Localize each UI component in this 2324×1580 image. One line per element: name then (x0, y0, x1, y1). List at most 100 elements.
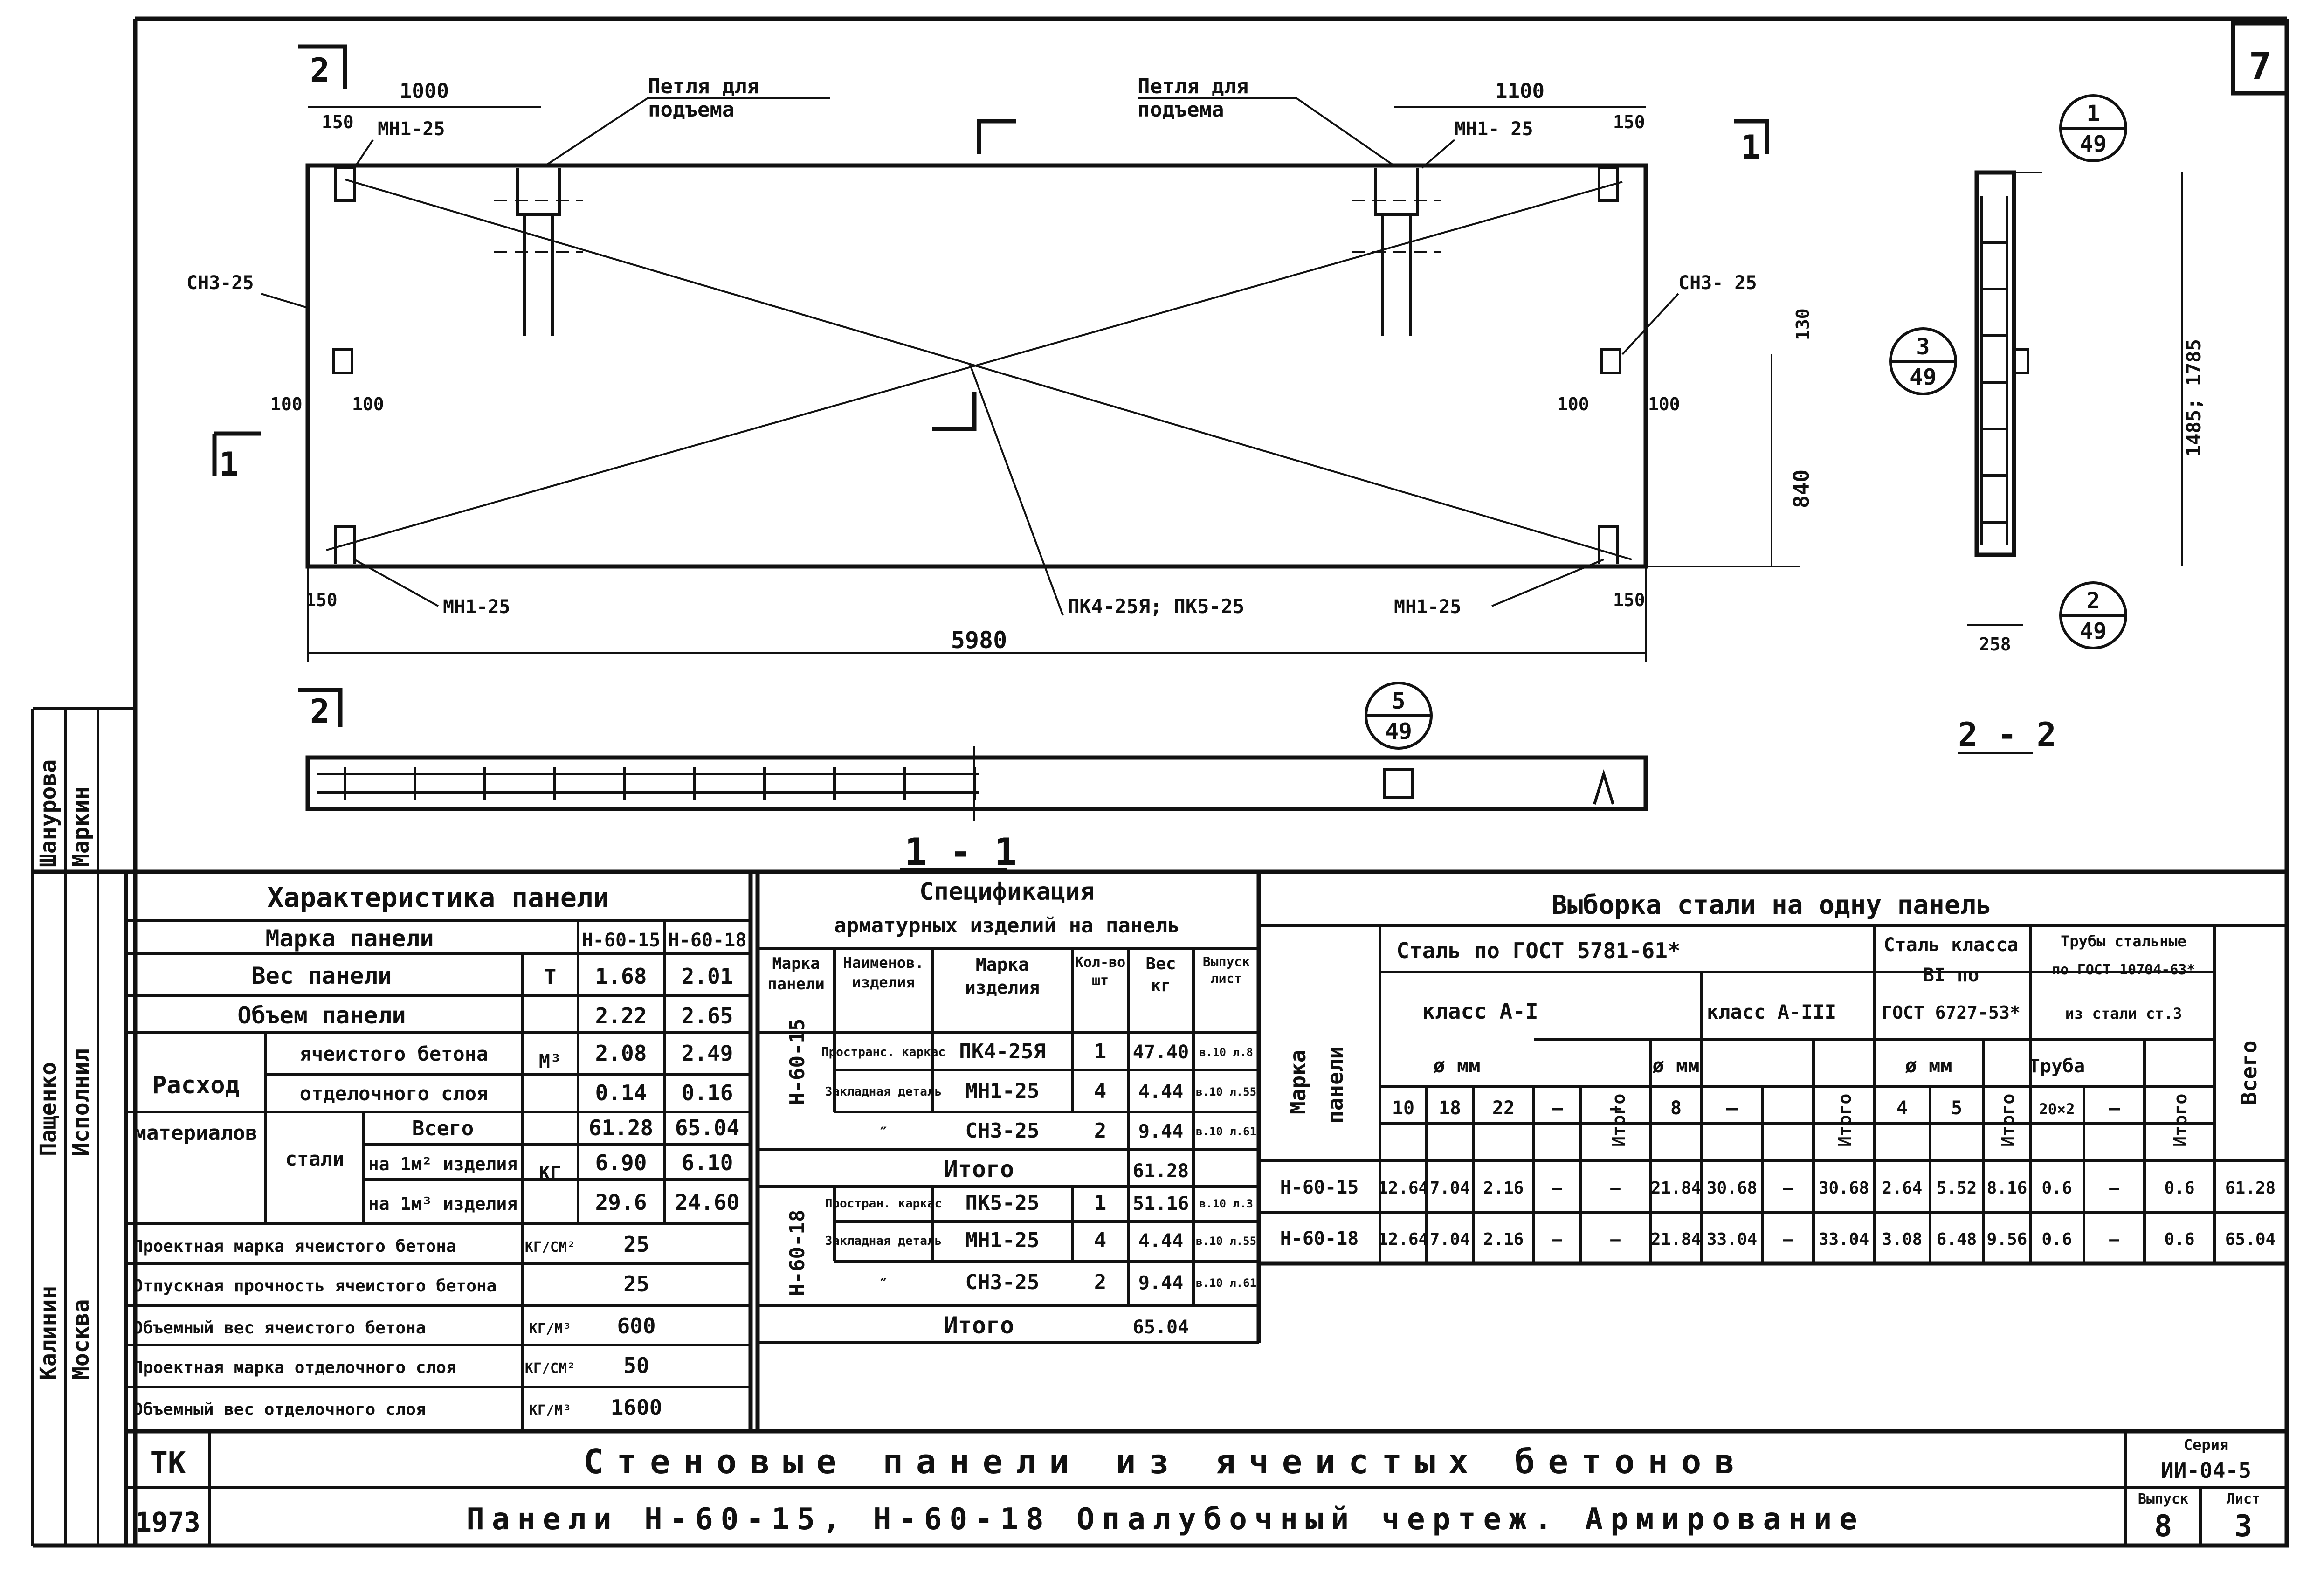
t3-dia-a3: ø мм (1652, 1054, 1699, 1077)
t3-cell: 0.6 (2041, 1230, 2072, 1249)
section-2-2: 258 1485; 1785 2 - 2 (1958, 170, 2205, 754)
t2-h-mark: Марка изделия (965, 954, 1040, 998)
t3-all: Всего (2236, 1041, 2262, 1105)
t1-row-b4-label: Проектная марка отделочного слоя (133, 1358, 456, 1377)
t3-cell: 33.04 (1819, 1230, 1869, 1249)
t2-g2-r3-ref: в.10 л.61 (1196, 1276, 1256, 1290)
t3-pipe: Труба (2029, 1056, 2085, 1077)
t2-g2-r3-name: ″ (879, 1275, 888, 1293)
t1-volume-1: 2.22 (595, 1003, 647, 1028)
t1-per-m3-2: 24.60 (675, 1190, 739, 1215)
t2-g2-r3-weight: 9.44 (1138, 1272, 1183, 1294)
t3-mark-label-2: панели (1323, 1046, 1348, 1124)
t2-title-1: Спецификация (919, 878, 1095, 906)
t3-cell: — (1552, 1179, 1562, 1198)
t2-g1-r2-weight: 4.44 (1138, 1081, 1183, 1103)
sheet-label: Лист (2227, 1491, 2260, 1507)
t3-mark-label-1: Марка (1285, 1050, 1310, 1114)
t3-cell: 12.64 (1378, 1230, 1428, 1249)
t1-row-b2-label: Отпускная прочность ячеистого бетона (133, 1276, 497, 1296)
svg-text:49: 49 (2080, 131, 2107, 157)
t3-cell: 61.28 (2225, 1179, 2276, 1198)
t2-g2-panel: Н-60-18 (786, 1210, 809, 1296)
t3-sh-18: 18 (1439, 1097, 1461, 1119)
t1-volume-label: Объем панели (237, 1002, 406, 1029)
callout-pk: ПК4-25Я; ПК5-25 (1068, 595, 1244, 618)
label-section-1-1: 1 - 1 (904, 830, 1017, 874)
t2-h-name: Наименов. изделия (843, 954, 924, 991)
t2-g2-r1-qty: 1 (1094, 1191, 1107, 1215)
t2-g1-total: 61.28 (1133, 1160, 1189, 1182)
detail-circle-5-49: 5 49 (1365, 682, 1433, 750)
t1-total-1: 61.28 (589, 1115, 653, 1140)
t3-cell: 30.68 (1819, 1179, 1869, 1198)
t3-total-a1: Итого (1608, 1094, 1629, 1147)
t1-row-b3-label: Объемный вес ячеистого бетона (133, 1318, 426, 1338)
t1-row-b4-value: 50 (623, 1353, 649, 1378)
strip-label-5: Калинин (35, 1286, 62, 1380)
strip-label-3: Пащенко (35, 1062, 62, 1156)
callout-mn1-25-bl: МН1-25 (443, 596, 510, 618)
dimensions: 5980 1000 1100 150 150 150 150 100 100 1… (270, 79, 1814, 662)
t2-g1-r1-ref: в.10 л.8 (1199, 1046, 1253, 1059)
strip-label-4: Исполнил (68, 1049, 94, 1156)
t2-g1-panel: Н-60-15 (786, 1019, 809, 1105)
t2-g1-r3-qty: 2 (1094, 1119, 1107, 1143)
t2-g2-r3-qty: 2 (1094, 1270, 1107, 1294)
t1-row-b5-label: Объемный вес отделочного слоя (133, 1400, 426, 1419)
t2-g1-r3-weight: 9.44 (1138, 1121, 1183, 1142)
t2-g2-r2-name: Закладная деталь (825, 1234, 942, 1248)
t1-finishing-1: 0.14 (595, 1080, 647, 1105)
loop-label-right-2: подъема (1138, 98, 1224, 122)
t1-finishing-2: 0.16 (682, 1080, 733, 1105)
detail-circle-2-49: 2 49 (2059, 581, 2127, 649)
t3-sh-20x2: 20×2 (2039, 1100, 2075, 1118)
t3-cell: 0.6 (2164, 1179, 2194, 1198)
svg-text:2: 2 (2087, 588, 2100, 614)
callout-sn3-25-right: СН3- 25 (1678, 272, 1757, 294)
t3-sh-22: 22 (1492, 1097, 1515, 1119)
dim-100-l1: 100 (270, 394, 303, 414)
t3-row-mark: Н-60-18 (1280, 1228, 1359, 1249)
t3-gost3-3: из стали ст.3 (2065, 1005, 2182, 1022)
panel-elevation: 2 1 1 (212, 44, 1769, 569)
section-marker-1-right: 1 (1741, 128, 1760, 166)
t1-cellular-label: ячеистого бетона (300, 1042, 489, 1065)
t3-cell: 65.04 (2225, 1230, 2276, 1249)
sheet-number: 7 (2249, 45, 2271, 88)
callout-mn1-25-br: МН1-25 (1394, 596, 1462, 618)
t2-h-panel: Марка панели (767, 954, 825, 994)
t1-title: Характеристика панели (267, 882, 609, 913)
dim-150-tl: 150 (322, 112, 354, 132)
t2-g2-total: 65.04 (1133, 1317, 1189, 1338)
callout-mn1-25-tl: МН1-25 (378, 118, 445, 140)
svg-text:1: 1 (2087, 101, 2100, 127)
embedded-detail-tr (1598, 166, 1619, 202)
sheet-value: 3 (2234, 1509, 2253, 1544)
t3-cell: 5.52 (1937, 1179, 1977, 1198)
table-panel-characteristics: Характеристика панели Марка панели Н-60-… (124, 872, 753, 1434)
t3-cell: — (1552, 1230, 1562, 1249)
t3-total-a3: Итого (1834, 1094, 1855, 1147)
t3-gost3-2: по ГОСТ 10704-63* (2052, 962, 2195, 978)
t1-row-b3-value: 600 (617, 1313, 655, 1339)
t1-per-m2-2: 6.10 (682, 1150, 733, 1175)
t1-steel-label: стали (285, 1147, 344, 1170)
svg-text:3: 3 (1917, 334, 1930, 360)
t1-volume-unit: М³ (539, 1051, 561, 1072)
t2-g2-r1-mark: ПК5-25 (965, 1191, 1040, 1215)
section-marker-1-left: 1 (219, 445, 239, 483)
issue-value: 8 (2154, 1509, 2172, 1544)
title-line-1: Стеновые панели из ячеистых бетонов (583, 1442, 1747, 1481)
t1-consumption: Расход (152, 1071, 240, 1099)
table-specification: Спецификация арматурных изделий на панел… (755, 869, 1261, 1431)
t2-g2-r1-ref: в.10 л.3 (1199, 1197, 1253, 1210)
dim-1000: 1000 (400, 79, 449, 103)
t2-g1-r3-mark: СН3-25 (965, 1119, 1040, 1143)
t1-weight-unit: Т (544, 965, 557, 989)
t2-g2-r1-name: Простран. каркас (825, 1197, 942, 1211)
t3-sh-8: 8 (1670, 1097, 1682, 1119)
t2-g2-r2-ref: в.10 л.55 (1196, 1235, 1256, 1248)
t2-g2-r2-weight: 4.44 (1138, 1230, 1183, 1252)
